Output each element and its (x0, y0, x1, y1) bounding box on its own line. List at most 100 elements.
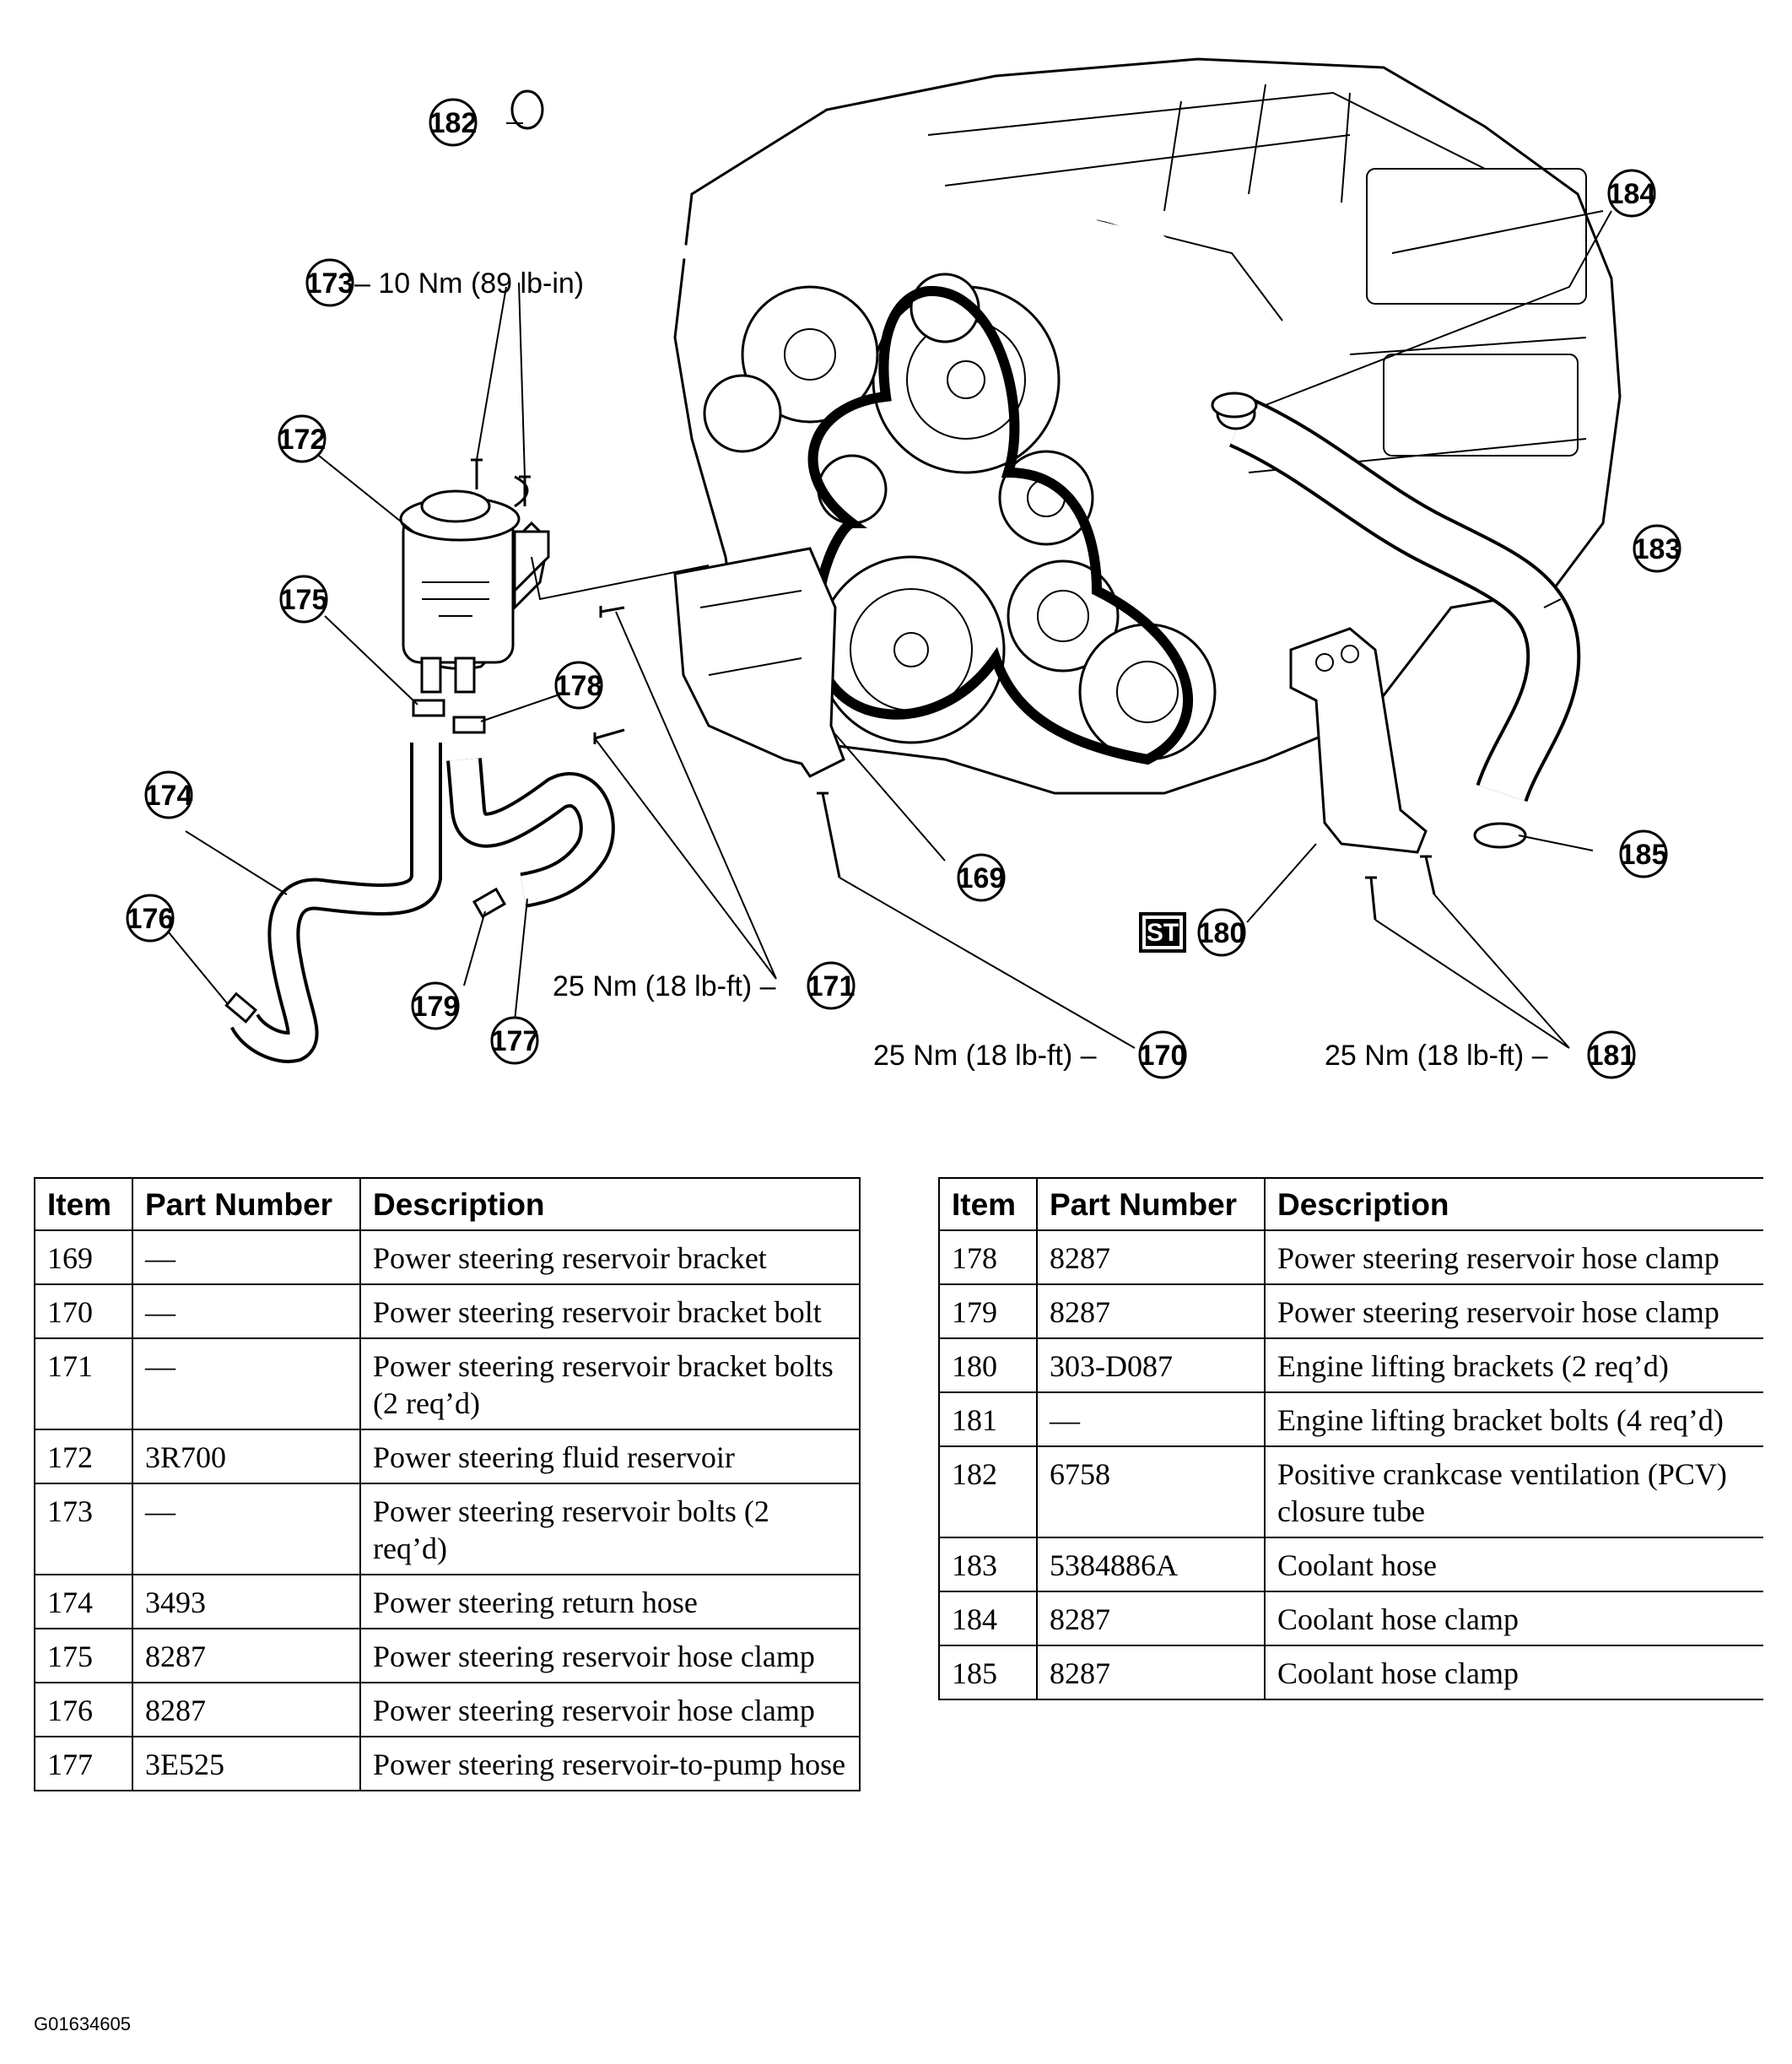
cell-part-number: — (132, 1337, 361, 1430)
power-steering-reservoir (399, 475, 710, 694)
cell-description: Power steering fluid reservoir (359, 1429, 861, 1484)
engine-lifting-bracket-shape (1289, 627, 1428, 854)
cell-part-number: — (132, 1283, 361, 1339)
callout-171: 25 Nm (18 lb-ft) – 171 (553, 961, 856, 1010)
svg-text:25 Nm (18 lb-ft) –: 25 Nm (18 lb-ft) – (873, 1040, 1097, 1072)
svg-text:185: 185 (1620, 839, 1668, 871)
svg-text:181: 181 (1588, 1040, 1636, 1072)
cell-description: Engine lifting bracket bolts (4 req’d) (1264, 1391, 1763, 1447)
cell-description: Positive crankcase ventilation (PCV) clo… (1264, 1445, 1763, 1538)
table-row: 169—Power steering reservoir bracket (34, 1229, 861, 1285)
cell-item: 185 (938, 1645, 1038, 1700)
callout-175: 175 (279, 575, 328, 624)
svg-text:179: 179 (412, 991, 460, 1023)
cell-part-number: 3E525 (132, 1736, 361, 1791)
svg-text:25 Nm (18 lb-ft) –: 25 Nm (18 lb-ft) – (1325, 1040, 1548, 1072)
svg-text:184: 184 (1608, 178, 1656, 210)
header-part-number: Part Number (1036, 1177, 1266, 1231)
table-row: 171—Power steering reservoir bracket bol… (34, 1337, 861, 1430)
svg-text:25 Nm (18 lb-ft) –: 25 Nm (18 lb-ft) – (553, 970, 776, 1002)
table-row: 170—Power steering reservoir bracket bol… (34, 1283, 861, 1339)
cell-description: Power steering reservoir bolts (2 req’d) (359, 1483, 861, 1575)
cell-item: 180 (938, 1337, 1038, 1393)
cell-description: Power steering reservoir bracket bolts (… (359, 1337, 861, 1430)
cell-part-number: 8287 (1036, 1229, 1266, 1285)
callout-185: 185 (1619, 829, 1668, 878)
callout-176: 176 (126, 894, 175, 943)
cell-description: Power steering reservoir-to-pump hose (359, 1736, 861, 1791)
cell-part-number: 8287 (132, 1682, 361, 1737)
clamp-178-shape (452, 716, 486, 734)
svg-text:182: 182 (429, 107, 478, 139)
cell-item: 182 (938, 1445, 1038, 1538)
cell-item: 174 (34, 1574, 133, 1629)
cell-description: Coolant hose clamp (1264, 1645, 1763, 1700)
callout-182: 182 (429, 98, 478, 147)
svg-text:178: 178 (555, 670, 603, 702)
cell-item: 183 (938, 1537, 1038, 1592)
cell-part-number: 3493 (132, 1574, 361, 1629)
svg-text:177: 177 (491, 1025, 539, 1057)
exploded-engine-diagram: 182 173 – 10 Nm (89 lb-in) 172 175 178 1… (126, 57, 1681, 1079)
return-hose (230, 743, 442, 1063)
svg-text:– 10 Nm (89 lb-in): – 10 Nm (89 lb-in) (354, 267, 584, 300)
callout-178: 178 (554, 661, 603, 710)
figure-id: G01634605 (34, 2013, 131, 2034)
cell-part-number: 8287 (132, 1628, 361, 1683)
cell-part-number: 303-D087 (1036, 1337, 1266, 1393)
svg-text:175: 175 (280, 584, 328, 616)
reservoir-to-pump-hose (446, 758, 615, 908)
callout-177: 177 (490, 1016, 539, 1065)
coolant-hose (1211, 392, 1581, 849)
callout-173: 173 – 10 Nm (89 lb-in) (305, 258, 584, 307)
cell-description: Power steering reservoir bracket (359, 1229, 861, 1285)
svg-text:173: 173 (306, 267, 354, 300)
cell-item: 170 (34, 1283, 133, 1339)
cell-item: 179 (938, 1283, 1038, 1339)
cell-part-number: 5384886A (1036, 1537, 1266, 1592)
svg-text:176: 176 (127, 903, 175, 935)
cell-part-number: 3R700 (132, 1429, 361, 1484)
cell-description: Power steering reservoir hose clamp (1264, 1229, 1763, 1285)
clamp-179-shape (472, 887, 507, 919)
cell-description: Power steering reservoir hose clamp (359, 1628, 861, 1683)
reservoir-bracket-shape (673, 547, 845, 778)
svg-text:171: 171 (807, 970, 856, 1002)
bolts (471, 458, 1436, 921)
header-part-number: Part Number (132, 1177, 361, 1231)
callout-172: 172 (278, 414, 327, 463)
cell-part-number: 8287 (1036, 1591, 1266, 1646)
cell-part-number: 8287 (1036, 1283, 1266, 1339)
cell-part-number: — (132, 1229, 361, 1285)
cell-item: 175 (34, 1628, 133, 1683)
callout-184: 184 (1607, 169, 1656, 218)
header-item: Item (34, 1177, 133, 1231)
cell-item: 176 (34, 1682, 133, 1737)
svg-text:169: 169 (958, 862, 1006, 894)
engine-assembly (673, 57, 1622, 854)
pcv-closure-tube (510, 89, 1270, 318)
table-header-row: Item Part Number Description (34, 1177, 861, 1231)
svg-text:180: 180 (1198, 917, 1246, 949)
callout-170: 25 Nm (18 lb-ft) – 170 (873, 1030, 1187, 1079)
cell-description: Coolant hose clamp (1264, 1591, 1763, 1646)
st-badge: ST (1147, 919, 1179, 947)
cell-description: Engine lifting brackets (2 req’d) (1264, 1337, 1763, 1393)
cell-item: 172 (34, 1429, 133, 1484)
callout-169: 169 (957, 853, 1006, 902)
cell-item: 177 (34, 1736, 133, 1791)
svg-text:183: 183 (1633, 533, 1681, 565)
table-header-row: Item Part Number Description (938, 1177, 1763, 1231)
callout-181: 25 Nm (18 lb-ft) – 181 (1325, 1030, 1636, 1079)
cell-description: Power steering return hose (359, 1574, 861, 1629)
table-row: 181—Engine lifting bracket bolts (4 req’… (938, 1391, 1763, 1447)
cell-description: Power steering reservoir hose clamp (1264, 1283, 1763, 1339)
